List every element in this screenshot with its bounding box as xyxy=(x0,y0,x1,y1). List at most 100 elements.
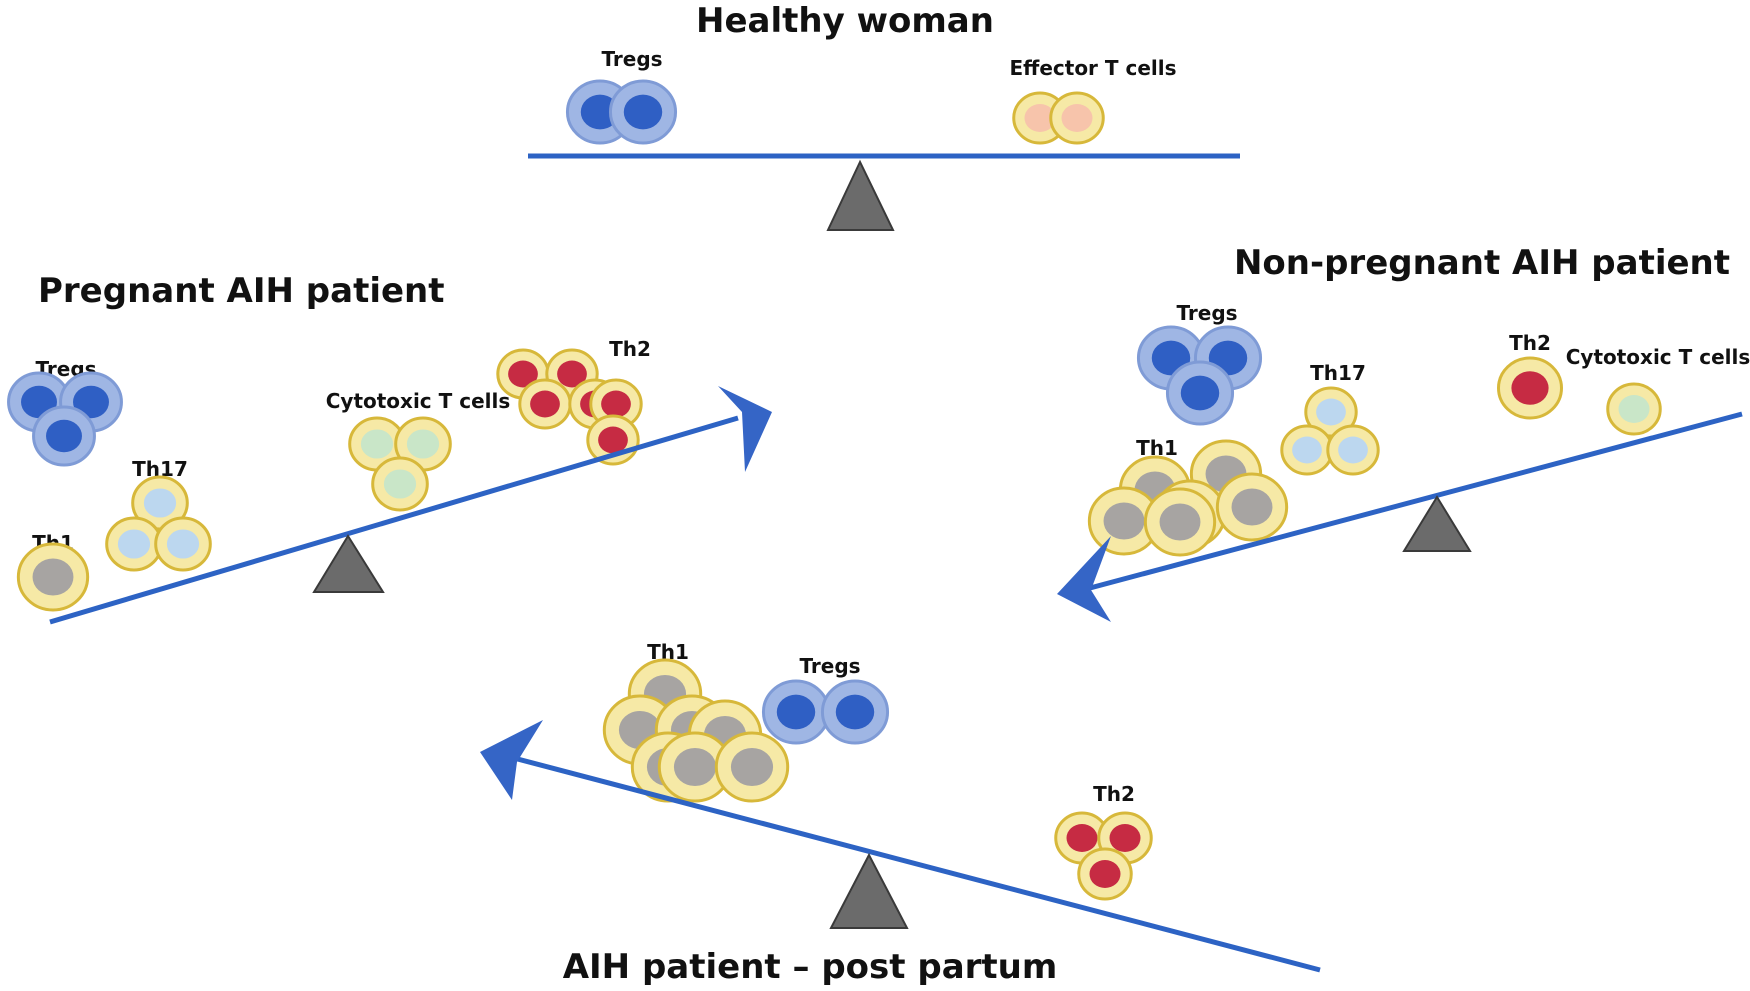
cytotoxic-t-cell xyxy=(1606,382,1662,436)
tilt-arrowhead-pregnant xyxy=(718,386,772,472)
cell-nucleus xyxy=(1024,104,1056,132)
cluster-th2-nonpregnant xyxy=(1497,356,1563,420)
cell-nucleus xyxy=(601,390,631,418)
cluster-tregs-nonpregnant xyxy=(1136,325,1263,426)
cell-nucleus xyxy=(1338,436,1368,464)
seesaw-beam-pregnant xyxy=(49,415,739,625)
cell-nucleus xyxy=(166,529,200,559)
label-cytotoxic-t-cells: Cytotoxic T cells xyxy=(1566,345,1750,369)
th17-cell xyxy=(1304,386,1358,438)
cluster-th2-pregnant xyxy=(496,348,643,466)
th17-cell xyxy=(1280,424,1334,476)
cluster-th2-postpartum xyxy=(1054,811,1153,901)
th1-cell xyxy=(1215,472,1289,542)
cell-nucleus xyxy=(1061,104,1093,132)
seesaw-fulcrum-postpartum xyxy=(829,852,909,929)
cell-nucleus xyxy=(580,94,620,130)
cell-nucleus xyxy=(143,488,177,518)
th17-cell xyxy=(105,516,163,572)
label-cytotoxic-t-cells: Cytotoxic T cells xyxy=(326,389,511,413)
panel-title-postpartum: AIH patient – post partum xyxy=(563,947,1058,987)
cell-nucleus xyxy=(530,390,560,418)
seesaw-beam-nonpregnant xyxy=(1089,411,1743,591)
treg-cell xyxy=(608,79,678,145)
label-tregs: Tregs xyxy=(601,47,662,71)
th2-cell xyxy=(518,378,572,430)
treg-cell xyxy=(761,679,831,745)
cell-nucleus xyxy=(673,747,717,787)
cell-nucleus xyxy=(1231,488,1273,526)
cluster-tregs-pregnant xyxy=(7,371,123,467)
label-th2: Th2 xyxy=(1509,331,1551,355)
cluster-th17-pregnant xyxy=(105,475,212,572)
cell-nucleus xyxy=(1159,503,1201,541)
cell-nucleus xyxy=(1180,375,1220,411)
cell-nucleus xyxy=(406,429,440,459)
th17-cell xyxy=(131,475,189,531)
seesaw-beam-postpartum xyxy=(509,754,1321,973)
cell-nucleus xyxy=(383,469,417,499)
th1-cell xyxy=(657,731,733,803)
cell-nucleus xyxy=(1618,395,1650,423)
panel-pregnant-aih: Pregnant AIH patient Tregs Th17 Th1 Cyto… xyxy=(7,271,772,625)
cell-nucleus xyxy=(623,94,663,130)
cell-nucleus xyxy=(1316,398,1346,426)
cluster-th1-pregnant xyxy=(16,542,90,612)
cluster-effector-t-cells-healthy xyxy=(1012,91,1105,145)
cell-nucleus xyxy=(598,426,628,454)
cluster-tregs-healthy xyxy=(565,79,678,145)
th2-cell xyxy=(1077,847,1133,901)
seesaw-fulcrum-nonpregnant xyxy=(1402,495,1472,552)
treg-cell xyxy=(820,679,890,745)
cell-nucleus xyxy=(46,419,82,453)
cell-nucleus xyxy=(1103,502,1145,540)
th2-cell xyxy=(1097,811,1153,865)
panel-postpartum-aih: AIH patient – post partum Th1 Tregs Th2 xyxy=(480,640,1321,987)
th17-cell xyxy=(1326,424,1380,476)
cell-nucleus xyxy=(1089,860,1121,888)
cell-nucleus xyxy=(557,360,587,388)
tilt-arrowhead-nonpregnant xyxy=(1057,536,1111,622)
cytotoxic-t-cell xyxy=(371,456,429,512)
label-tregs: Tregs xyxy=(1176,301,1237,325)
cluster-cytotoxic-t-cells-pregnant xyxy=(348,416,452,512)
th2-cell xyxy=(1497,356,1563,420)
effector-t-cell xyxy=(1049,91,1105,145)
cluster-th1-postpartum xyxy=(602,658,790,803)
cell-nucleus xyxy=(360,429,394,459)
cell-nucleus xyxy=(1292,436,1322,464)
th1-cell xyxy=(1143,487,1217,557)
cytotoxic-t-cell xyxy=(394,416,452,472)
tilt-arrowhead-postpartum xyxy=(480,720,543,800)
panel-nonpregnant-aih: Non-pregnant AIH patient Tregs Th17 Th1 … xyxy=(1057,243,1750,622)
panel-healthy-woman: Healthy woman Tregs Effector T cells xyxy=(528,1,1240,231)
cluster-th17-nonpregnant xyxy=(1280,386,1380,476)
treg-cell xyxy=(1165,360,1235,426)
cell-nucleus xyxy=(508,360,538,388)
panel-title-pregnant: Pregnant AIH patient xyxy=(38,271,445,311)
th1-cell xyxy=(1087,486,1161,556)
cell-nucleus xyxy=(1109,824,1141,852)
cell-nucleus xyxy=(1511,371,1549,405)
label-effector-t-cells: Effector T cells xyxy=(1009,56,1176,80)
cluster-tregs-postpartum xyxy=(761,679,890,745)
label-th2: Th2 xyxy=(609,337,651,361)
label-th17: Th17 xyxy=(1310,361,1366,385)
cluster-cytotoxic-t-cells-nonpregnant xyxy=(1606,382,1662,436)
panel-title-healthy: Healthy woman xyxy=(696,1,994,41)
th17-cell xyxy=(154,516,212,572)
th1-cell xyxy=(16,542,90,612)
cell-nucleus xyxy=(1066,824,1098,852)
cell-nucleus xyxy=(776,694,816,730)
cell-nucleus xyxy=(835,694,875,730)
panel-title-nonpregnant: Non-pregnant AIH patient xyxy=(1234,243,1730,283)
cell-nucleus xyxy=(73,385,109,419)
cluster-th1-nonpregnant xyxy=(1087,439,1289,557)
cell-nucleus xyxy=(117,529,151,559)
cell-nucleus xyxy=(730,747,774,787)
th1-cell xyxy=(714,731,790,803)
treg-cell xyxy=(32,405,96,467)
seesaw-fulcrum-pregnant xyxy=(312,534,385,593)
